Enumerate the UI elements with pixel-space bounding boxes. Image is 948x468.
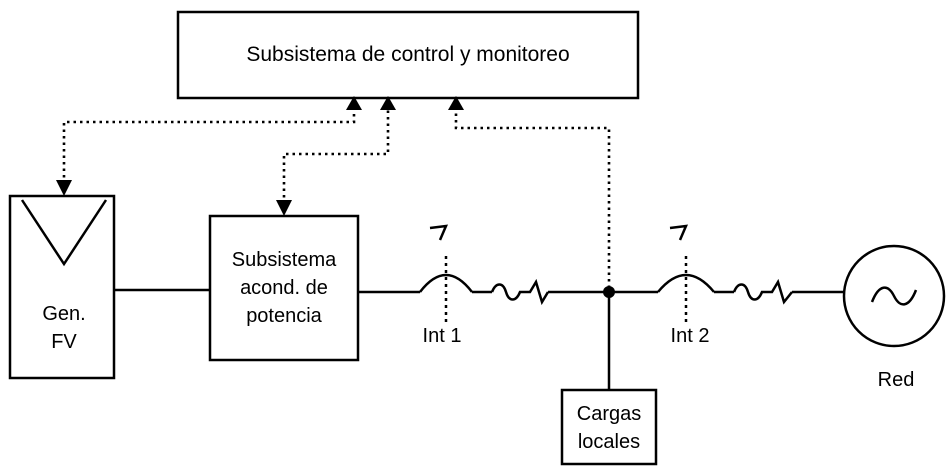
breaker-1: Int 1 [419,224,550,347]
power-wiring [114,286,844,390]
breaker-2-label: Int 2 [671,325,710,347]
arrow-down-to-power-conditioning-icon [276,200,292,216]
signal-lines [56,96,611,288]
grid-source: Red [842,244,946,391]
power-conditioning-label-line2: acond. de [240,277,328,299]
grid-label: Red [878,369,915,391]
local-loads-box: Cargas locales [560,388,658,466]
breaker-2: Int 2 [657,224,793,347]
pv-generator-label-line2: FV [51,331,77,353]
arrow-up-to-control-2-icon [380,96,396,110]
pv-generator: Gen. FV [8,194,116,380]
pv-triangle-icon [20,199,108,267]
arrow-up-to-control-1-icon [346,96,362,110]
breaker-2-arc-icon [657,273,715,293]
breaker-1-flag-icon [429,224,449,241]
ac-sine-icon [870,286,918,306]
arrow-down-to-pv-icon [56,180,72,196]
control-subsystem-label: Subsistema de control y monitoreo [246,43,569,66]
junction-node [603,286,615,298]
power-conditioning-label-line3: potencia [246,305,322,327]
local-loads-label-line2: locales [578,431,640,453]
breaker-1-fuse-icon [490,278,550,306]
pv-generator-label-line1: Gen. [42,303,85,325]
power-conditioning-box: Subsistema acond. de potencia [208,214,360,362]
breaker-2-flag-icon [669,224,689,241]
local-loads-label-line1: Cargas [577,403,641,425]
control-subsystem-box: Subsistema de control y monitoreo [176,10,640,100]
breaker-1-label: Int 1 [423,325,462,347]
breaker-1-arc-icon [419,273,473,293]
breaker-2-fuse-icon [732,278,793,305]
arrow-up-to-control-3-icon [448,96,464,110]
power-conditioning-label-line1: Subsistema [232,249,337,271]
